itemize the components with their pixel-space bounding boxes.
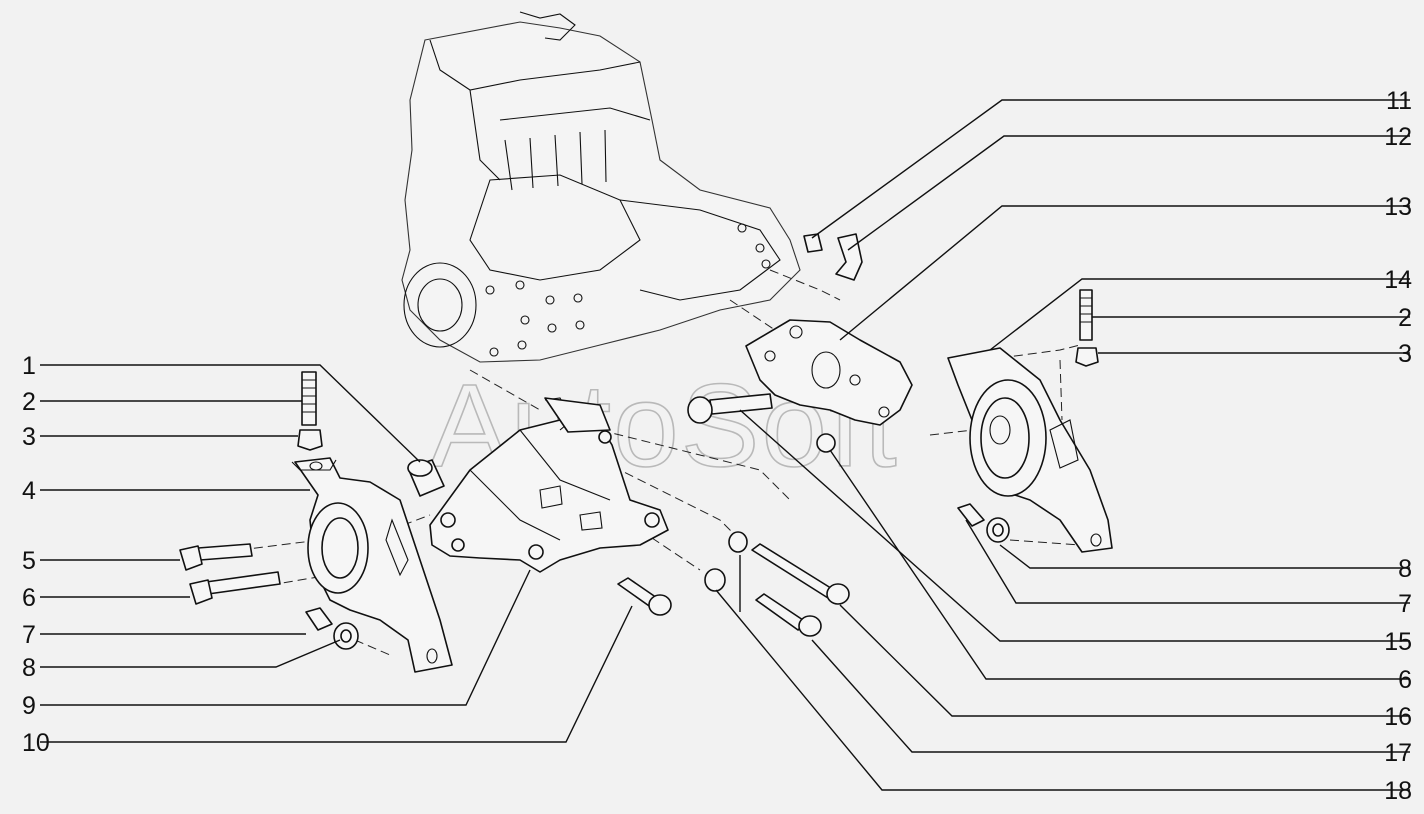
callout-18: 18 (1384, 777, 1412, 805)
right-engine-mount (947, 289, 1113, 553)
callout-4: 4 (22, 477, 36, 505)
callouts-left: 1 2 3 4 5 6 7 8 9 10 (22, 352, 50, 757)
callout-12: 12 (1384, 123, 1412, 151)
callout-14: 14 (1384, 266, 1412, 294)
callout-7: 7 (22, 621, 36, 649)
callout-8-right: 8 (1398, 555, 1412, 583)
callout-13: 13 (1384, 193, 1412, 221)
callout-17: 17 (1384, 739, 1412, 767)
engine-gearbox-assembly (401, 11, 801, 363)
right-upper-bracket (687, 233, 913, 453)
callout-5: 5 (22, 547, 36, 575)
callout-9: 9 (22, 692, 36, 720)
left-fasteners (179, 371, 445, 650)
callout-6-right: 6 (1398, 666, 1412, 694)
left-engine-mount (291, 457, 453, 673)
callout-3-right: 3 (1398, 340, 1412, 368)
leader-lines (40, 99, 1410, 791)
callout-16: 16 (1384, 703, 1412, 731)
callout-7-right: 7 (1398, 590, 1412, 618)
callout-10: 10 (22, 729, 50, 757)
callout-2-right: 2 (1398, 304, 1412, 332)
callouts-right: 11 12 13 14 2 3 8 7 15 6 16 17 18 (1384, 87, 1412, 805)
callout-2: 2 (22, 388, 36, 416)
center-bracket (429, 397, 850, 637)
callout-11: 11 (1386, 87, 1412, 115)
callout-8: 8 (22, 654, 36, 682)
callout-15: 15 (1384, 628, 1412, 656)
callout-3: 3 (22, 423, 36, 451)
callout-6: 6 (22, 584, 36, 612)
callout-1: 1 (22, 352, 36, 380)
